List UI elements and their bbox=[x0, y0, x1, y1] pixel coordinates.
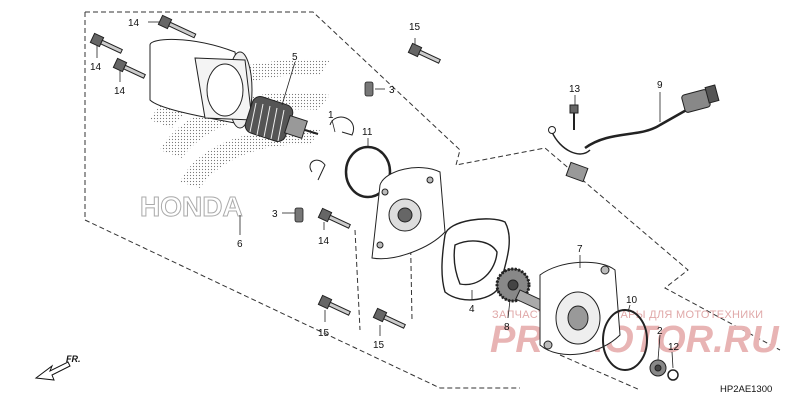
diagram-code: HP2AE1300 bbox=[720, 384, 772, 395]
callout-7: 7 bbox=[577, 244, 583, 255]
starter-end-cover bbox=[371, 167, 446, 260]
arrow-icon bbox=[34, 361, 71, 381]
part-2-gear bbox=[649, 359, 667, 377]
callout-4: 4 bbox=[469, 304, 475, 315]
part-7-gear-cover bbox=[539, 261, 621, 356]
part-5-armature bbox=[244, 96, 319, 142]
callout-15-bottom-left: 15 bbox=[318, 328, 330, 339]
callout-leader-lines bbox=[96, 21, 674, 369]
callout-8: 8 bbox=[504, 322, 510, 333]
watermark-brand: PROMOTOR.RU bbox=[490, 319, 780, 361]
callout-10: 10 bbox=[626, 295, 638, 306]
honda-outline-text: HONDA bbox=[140, 191, 243, 222]
bolts bbox=[89, 14, 441, 329]
callout-3-top: 3 bbox=[389, 85, 395, 96]
front-label: FR. bbox=[66, 354, 81, 364]
callout-1: 1 bbox=[328, 110, 334, 121]
part-1-brush-clips bbox=[309, 116, 355, 181]
callout-15-top: 15 bbox=[409, 22, 421, 33]
callout-3-bottom: 3 bbox=[272, 209, 278, 220]
part-12-washer bbox=[667, 369, 679, 381]
part-4-gasket bbox=[441, 218, 510, 301]
callout-13: 13 bbox=[569, 84, 581, 95]
part-6-starter-motor-housing bbox=[149, 39, 253, 129]
callout-numbers: 14 14 14 14 15 15 15 5 3 3 1 11 6 13 9 4… bbox=[90, 18, 680, 353]
callout-6: 6 bbox=[237, 239, 243, 250]
callout-2: 2 bbox=[657, 326, 663, 337]
part-13-bolt bbox=[569, 104, 579, 130]
callout-14-mid: 14 bbox=[114, 86, 126, 97]
callout-14-top: 14 bbox=[128, 18, 140, 29]
front-direction-indicator: FR. bbox=[34, 354, 81, 381]
assembly-boundary-lines bbox=[84, 11, 781, 391]
part-3-springs bbox=[294, 81, 374, 223]
callout-11: 11 bbox=[362, 127, 373, 138]
callout-5: 5 bbox=[292, 52, 298, 63]
callout-14-bottom: 14 bbox=[318, 236, 330, 247]
part-8-gear bbox=[495, 267, 547, 312]
callout-12: 12 bbox=[668, 342, 680, 353]
callout-14-left: 14 bbox=[90, 62, 102, 73]
callout-15-bottom-right: 15 bbox=[373, 340, 385, 351]
part-9-wire-harness bbox=[548, 84, 720, 183]
callout-9: 9 bbox=[657, 80, 663, 91]
part-10-o-ring bbox=[602, 309, 648, 371]
